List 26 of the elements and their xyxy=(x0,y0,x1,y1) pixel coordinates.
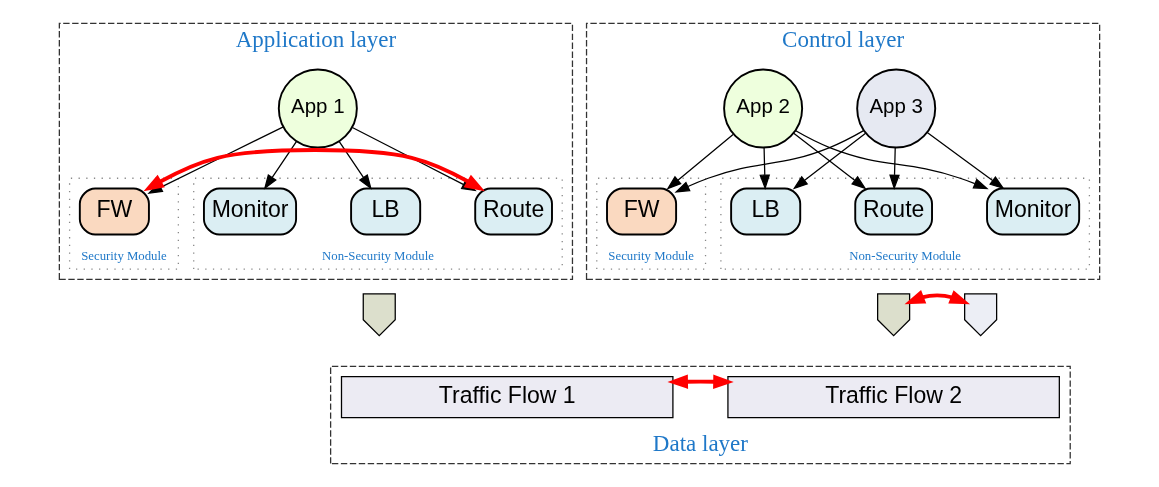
arrow xyxy=(904,290,971,305)
arrow xyxy=(794,129,989,190)
node-circle: App 2 xyxy=(723,68,804,149)
node-arrow xyxy=(362,293,396,337)
node-box: Traffic Flow 1 xyxy=(340,375,674,419)
node-box: FW xyxy=(78,187,150,236)
arrow xyxy=(759,147,771,190)
arrow xyxy=(674,130,865,193)
arrow xyxy=(667,374,734,389)
node-box: LB xyxy=(350,187,422,236)
node-circle: App 3 xyxy=(856,68,937,149)
node-box: Monitor xyxy=(203,187,298,236)
node-arrow xyxy=(964,293,998,337)
node-box: FW xyxy=(606,187,678,236)
arrow xyxy=(263,140,297,190)
arrow xyxy=(338,140,372,190)
node-arrow xyxy=(877,293,911,337)
arrow xyxy=(666,133,734,190)
node-circle: App 1 xyxy=(277,68,358,149)
node-box: LB xyxy=(730,187,802,236)
node-box: Route xyxy=(474,187,553,236)
arrow xyxy=(889,147,900,190)
arrow xyxy=(926,131,1005,190)
node-box: Traffic Flow 2 xyxy=(727,375,1060,419)
node-box: Monitor xyxy=(986,187,1081,236)
node-box: Route xyxy=(854,187,933,236)
